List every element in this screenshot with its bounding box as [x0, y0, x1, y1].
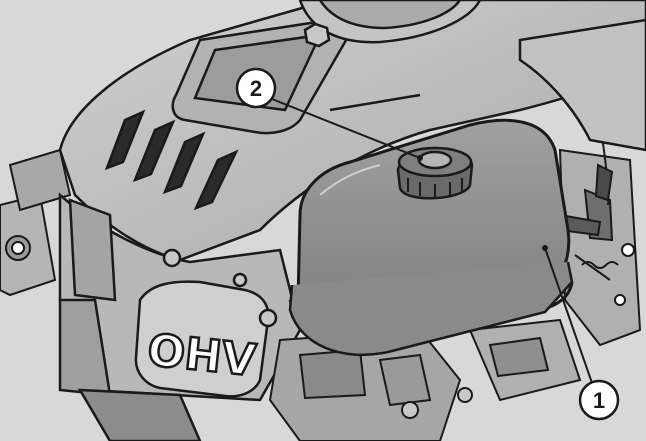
callout-2-leader — [271, 98, 421, 159]
callout-2-label: 2 — [250, 76, 262, 101]
callout-1-anchor — [542, 245, 548, 251]
callout-1: 1 — [578, 379, 620, 421]
callout-1-circle — [578, 379, 620, 421]
callout-2: 2 — [235, 67, 277, 109]
callout-1-leader — [544, 247, 593, 384]
air-filter-cover — [288, 118, 574, 357]
callout-2-circle — [235, 67, 277, 109]
callout-2-anchor — [417, 155, 423, 161]
oil-fill-cap — [396, 146, 474, 200]
engine-flange — [0, 148, 72, 297]
cylinder-block — [58, 192, 302, 441]
throttle-linkage — [558, 119, 642, 347]
engine-shroud — [58, 0, 646, 262]
callout-1-label: 1 — [593, 388, 605, 413]
ohv-badge-text: OHV — [145, 325, 258, 387]
